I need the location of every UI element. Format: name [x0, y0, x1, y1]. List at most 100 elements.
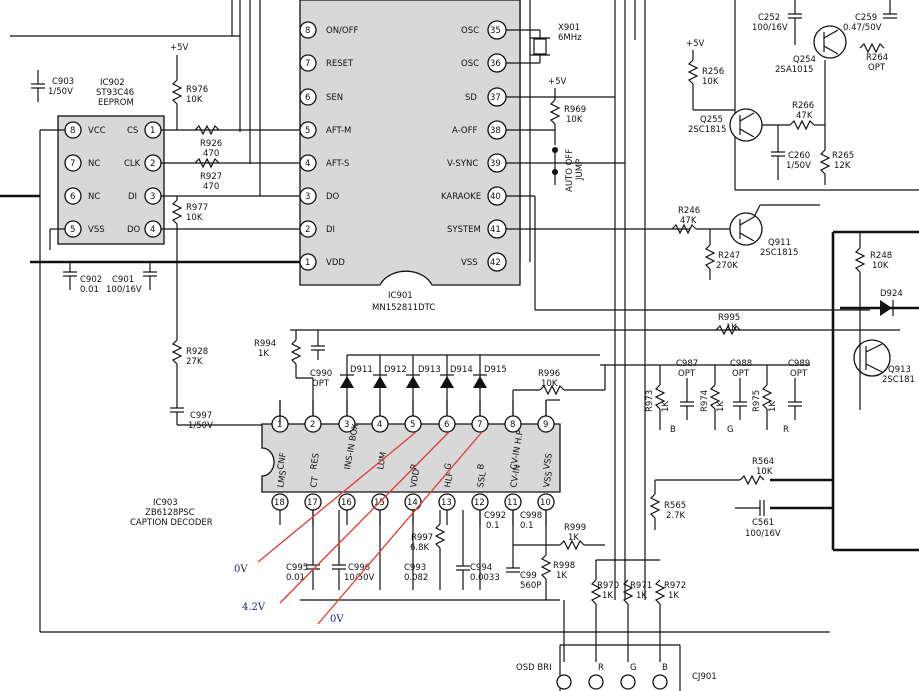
c561-value: 100/16V: [745, 529, 781, 539]
ic903-caption-decoder: IC903 ZB6128PSC CAPTION DECODER: [130, 423, 561, 528]
r970-name: R970: [597, 581, 619, 591]
r564-value: 10K: [756, 467, 773, 477]
ic901-pin-onoff: ON/OFF: [326, 26, 358, 36]
ic901-pin-vsync: V-SYNC: [447, 159, 478, 169]
diode-row: D911 D912 D913 D914 D915: [340, 354, 600, 418]
c996: C996 10/50V: [332, 510, 374, 590]
cj901-label: OSD BRI: [516, 663, 552, 673]
cj901-name: CJ901: [692, 672, 717, 682]
ic902-pin-8: 8: [70, 126, 75, 136]
ic903-pin-label-top-1: CNF: [276, 452, 289, 471]
ic902-type: EEPROM: [98, 98, 134, 108]
ic901-pin-do: DO: [326, 192, 340, 202]
rgb-label-b: B: [670, 425, 676, 435]
r266-value: 47K: [796, 111, 813, 121]
rgb-output-network: R973 1K B C987 OPT R974 1K G C988 OPT: [600, 359, 810, 435]
c259-name: C259: [855, 13, 877, 23]
q255-part: 2SC1815: [688, 125, 726, 135]
d913: D913: [406, 355, 441, 418]
ic903-pin-label-top-6: G: [443, 462, 454, 470]
q255: Q255 2SC1815: [688, 108, 763, 142]
d915-name: D915: [484, 365, 507, 375]
r996-value: 10K: [541, 379, 558, 389]
r266-name: R266: [792, 101, 814, 111]
c992-value: 0.1: [486, 521, 500, 531]
r246-name: R246: [678, 206, 700, 216]
ic903-pin-circle-top-4: [371, 415, 389, 433]
ic903-pin-label-bottom-5: VDD: [409, 468, 422, 489]
ic903-pin-5: 5: [410, 420, 415, 430]
r998-name: R998: [553, 561, 575, 571]
x901-crystal: X901 6MHz: [530, 23, 582, 63]
ic901-pin-system: SYSTEM: [447, 225, 481, 235]
c994: C994 0.0033: [456, 510, 500, 590]
ic903-pin-circle-bottom-3: [338, 493, 356, 511]
r971: R971 1K: [622, 579, 652, 662]
ic901-pin-osc1: OSC: [461, 26, 479, 36]
r246-value: 47K: [680, 216, 697, 226]
d911-name: D911: [350, 365, 373, 375]
r248: R248 10K: [854, 232, 892, 308]
r975: R975 1K R: [752, 384, 789, 435]
q254: Q254 2SA1015: [775, 25, 847, 75]
q911-name: Q911: [768, 238, 791, 248]
r266: R266 47K: [762, 60, 826, 150]
c989-value: OPT: [790, 369, 808, 379]
x901-freq: 6MHz: [558, 33, 582, 43]
c252-name: C252: [758, 13, 780, 23]
ic903-pin-circle-bottom-1: [271, 493, 289, 511]
ic902-pin-clk: CLK: [124, 159, 141, 169]
ic901-pin-41: 41: [490, 225, 501, 235]
r977: R977 10K: [171, 196, 208, 262]
c995: C995 0.01: [286, 510, 320, 590]
c252-value: 100/16V: [752, 23, 788, 33]
voltage-annotations: 0V 4.2V 0V: [234, 431, 483, 625]
r969-value: 10K: [566, 115, 583, 125]
ic903-pin-label-bottom-9: VSS: [542, 470, 555, 488]
ic901-pin-vdd: VDD: [326, 258, 345, 268]
c990-name: C990: [310, 369, 332, 379]
c988-name: C988: [730, 359, 752, 369]
r996-name: R996: [538, 369, 560, 379]
q911: Q911 2SC1815: [729, 204, 820, 258]
r995-name: R995: [718, 313, 740, 323]
r246: R246 47K: [671, 206, 735, 235]
r927-value: 470: [203, 182, 219, 192]
r564: R564 10K: [655, 457, 774, 486]
r977-name: R977: [186, 203, 208, 213]
r264: R264 OPT: [859, 42, 888, 73]
ic903-pin-circle-top-5: [404, 415, 422, 433]
plus5v-label-2: +5V: [548, 77, 567, 87]
c994-name: C994: [470, 563, 492, 573]
r974-name: R974: [700, 390, 710, 412]
c902: C902 0.01: [63, 262, 102, 295]
d913-name: D913: [418, 365, 441, 375]
ic903-pin-13: 13: [441, 498, 452, 508]
c994-value: 0.0033: [470, 573, 500, 583]
d924: D924: [880, 289, 903, 316]
c561: C561 100/16V: [735, 500, 781, 539]
c997-value: 1/50V: [188, 421, 213, 431]
r247-name: R247: [718, 251, 740, 261]
d914: D914: [440, 355, 473, 418]
r927-name: R927: [200, 172, 222, 182]
c999: C99 560P: [506, 545, 541, 591]
ic901-pin-35: 35: [490, 26, 501, 36]
r969-name: R969: [564, 105, 586, 115]
r976-name: R976: [186, 85, 208, 95]
ic902-pin-nc2: NC: [88, 192, 100, 202]
ic903-pin-circle-top-3: [338, 415, 356, 433]
ic902-pin-do: DO: [127, 225, 141, 235]
ic901-left-pins: 8 ON/OFF 7 RESET 6 SEN 5 AFT-M 4 AFT-S 3…: [299, 21, 358, 271]
c988-value: OPT: [732, 369, 750, 379]
ic901-right-pins: 35 OSC 36 OSC 37 SD 38 A-OFF 39 V-SYNC 4…: [441, 20, 507, 272]
r971-value: 1K: [636, 591, 647, 601]
ic902-pin-di: DI: [128, 192, 137, 202]
annotation-line-b: [317, 431, 483, 625]
ic901-pin-37: 37: [490, 93, 501, 103]
r928-value: 27K: [186, 357, 203, 367]
d911: D911: [340, 355, 373, 418]
c996-name: C996: [348, 563, 370, 573]
ic903-pin-label-top-2: RES: [309, 452, 322, 470]
